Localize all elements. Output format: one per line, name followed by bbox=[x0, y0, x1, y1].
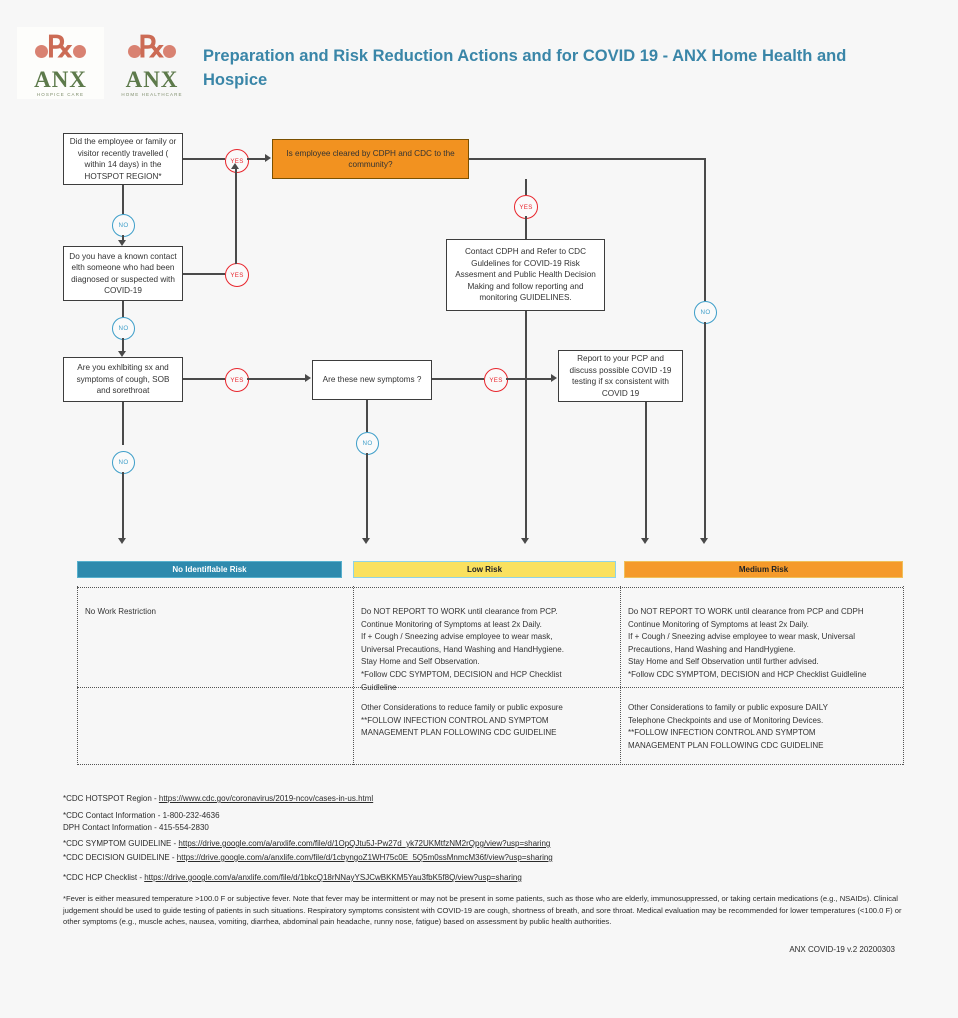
yes-pill-4: YES bbox=[225, 368, 249, 392]
footnote-hotspot-label: *CDC HOTSPOT Region - bbox=[63, 794, 159, 803]
table-top-rule bbox=[77, 587, 903, 588]
flow-node-travel-question: Did the employee or family or visitor re… bbox=[63, 133, 183, 185]
risk-header-low: Low Risk bbox=[353, 561, 616, 578]
footnote-hcp-checklist: *CDC HCP Checklist - https://drive.googl… bbox=[63, 872, 522, 884]
footnote-hcp-link[interactable]: https://drive.google.com/a/anxlife.com/f… bbox=[144, 873, 522, 882]
connector-yes5-q7 bbox=[506, 378, 551, 380]
arrow-right-rail-to-medium-risk bbox=[700, 538, 708, 544]
anx-swirl-icon-2: ℞ bbox=[110, 29, 194, 69]
yes-pill-1: YES bbox=[225, 149, 249, 173]
connector-q3-no-a bbox=[122, 301, 124, 317]
risk-cell-r0c0: No Work Restriction bbox=[85, 607, 156, 616]
no-pill-3: NO bbox=[112, 451, 135, 474]
no-pill-4: NO bbox=[356, 432, 379, 455]
risk-cell-r1c1: Other Considerations to reduce family or… bbox=[361, 703, 563, 738]
page-title: Preparation and Risk Reduction Actions a… bbox=[203, 47, 847, 89]
no-pill-right-rail: NO bbox=[694, 301, 717, 324]
flow-node-symptoms-question: Are you exhlbiting sx and symptoms of co… bbox=[63, 357, 183, 402]
flow-node-known-contact-question: Do you have a known contact elth someone… bbox=[63, 246, 183, 301]
connector-q6-no-a bbox=[366, 400, 368, 432]
connector-q3-no-b bbox=[122, 338, 124, 351]
arrow-to-no-identifiable-risk bbox=[118, 538, 126, 544]
connector-q5-no-b bbox=[122, 472, 124, 539]
table-bottom-rule bbox=[77, 764, 903, 765]
arrow-q7-to-medium-risk bbox=[641, 538, 649, 544]
connector-q1-no-b bbox=[122, 235, 124, 240]
anx-homehealth-logo: ℞ ANX HOME HEALTHCARE bbox=[110, 27, 194, 99]
flow-node-cleared-question: Is employee cleared by CDPH and CDC to t… bbox=[272, 139, 469, 179]
risk-cell-r0c1: Do NOT REPORT TO WORK until clearance fr… bbox=[361, 607, 564, 692]
connector-q7-down bbox=[645, 402, 647, 539]
anx-hospice-logo: ℞ ANX HOSPICE CARE bbox=[17, 27, 104, 99]
table-row-rule bbox=[77, 687, 903, 688]
connector-right-rail-a bbox=[704, 158, 706, 301]
connector-q2-right bbox=[469, 158, 705, 160]
logo-left-word: ANX bbox=[34, 67, 87, 92]
risk-cell-r0c2: Do NOT REPORT TO WORK until clearance fr… bbox=[628, 607, 867, 679]
footnote-decision-link[interactable]: https://drive.google.com/a/anxlife.com/f… bbox=[176, 853, 553, 862]
footnote-hotspot: *CDC HOTSPOT Region - https://www.cdc.go… bbox=[63, 793, 373, 805]
connector-q6-yes bbox=[432, 378, 484, 380]
connector-yes4-q6 bbox=[247, 378, 305, 380]
footnote-decision-label: *CDC DECISION GUIDELINE - bbox=[63, 853, 177, 862]
table-divider-1 bbox=[353, 586, 354, 765]
table-divider-left bbox=[77, 586, 78, 765]
logo-left-tagline: HOSPICE CARE bbox=[36, 92, 85, 97]
connector-q5-no-a bbox=[122, 402, 124, 445]
flow-node-contact-cdph-action: Contact CDPH and Refer to CDC Guldelines… bbox=[446, 239, 605, 311]
connector-q2-down-b bbox=[525, 216, 527, 239]
document-version: ANX COVID-19 v.2 20200303 bbox=[789, 945, 895, 954]
risk-header-medium: Medium Risk bbox=[624, 561, 903, 578]
connector-q5-yes bbox=[183, 378, 225, 380]
footnote-hcp-label: *CDC HCP Checklist - bbox=[63, 873, 145, 882]
risk-cell-r1c2: Other Considerations to family or public… bbox=[628, 703, 828, 750]
footnote-symptom-link[interactable]: https://drive.google.com/a/anxlife.com/f… bbox=[178, 839, 551, 848]
footnote-cdc-contact: *CDC Contact Information - 1-800-232-463… bbox=[63, 811, 220, 820]
no-pill-2: NO bbox=[112, 317, 135, 340]
arrow-to-known-contact bbox=[118, 240, 126, 246]
connector-q1-yes bbox=[183, 158, 225, 160]
flow-node-new-symptoms-question: Are these new symptoms ? bbox=[312, 360, 432, 400]
arrow-to-report-pcp bbox=[551, 374, 557, 382]
connector-right-rail-b bbox=[704, 322, 706, 541]
no-pill-1: NO bbox=[112, 214, 135, 237]
logo-right-tagline: HOME HEALTHCARE bbox=[121, 92, 183, 97]
connector-q2-down-a bbox=[525, 179, 527, 195]
arrow-q4-to-low-risk bbox=[521, 538, 529, 544]
yes-pill-3: YES bbox=[514, 195, 538, 219]
footnote-symptom-label: *CDC SYMPTOM GUIDELINE - bbox=[63, 839, 179, 848]
table-divider-right bbox=[903, 586, 904, 765]
arrow-q6no-to-low-risk bbox=[362, 538, 370, 544]
table-divider-2 bbox=[620, 586, 621, 765]
footnote-dph-contact: DPH Contact Information - 415-554-2830 bbox=[63, 823, 209, 832]
flow-node-report-pcp-action: Report to your PCP and discuss possible … bbox=[558, 350, 683, 402]
connector-yes1-q2 bbox=[247, 158, 266, 160]
arrow-up-to-yes-1 bbox=[231, 163, 239, 169]
footnote-symptom-guideline: *CDC SYMPTOM GUIDELINE - https://drive.g… bbox=[63, 838, 550, 850]
arrow-to-cleared-question bbox=[265, 154, 271, 162]
fever-disclaimer: *Fever is either measured temperature >1… bbox=[63, 894, 902, 927]
logo-right-word: ANX bbox=[125, 67, 179, 92]
yes-pill-5: YES bbox=[484, 368, 508, 392]
connector-q3-yes bbox=[183, 273, 225, 275]
connector-q6-no-b bbox=[366, 453, 368, 539]
risk-cell-r1c0 bbox=[77, 694, 353, 706]
yes-pill-2: YES bbox=[225, 263, 249, 287]
footnote-decision-guideline: *CDC DECISION GUIDELINE - https://drive.… bbox=[63, 852, 553, 864]
risk-header-no-identifiable: No Identiflable Risk bbox=[77, 561, 342, 578]
arrow-to-symptoms-question bbox=[118, 351, 126, 357]
arrow-to-new-symptoms bbox=[305, 374, 311, 382]
footnote-hotspot-link[interactable]: https://www.cdc.gov/coronavirus/2019-nco… bbox=[158, 794, 374, 803]
connector-yes2-up bbox=[235, 168, 237, 264]
connector-q1-no-a bbox=[122, 185, 124, 214]
anx-swirl-icon: ℞ bbox=[17, 29, 104, 69]
connector-q4-down bbox=[525, 311, 527, 541]
